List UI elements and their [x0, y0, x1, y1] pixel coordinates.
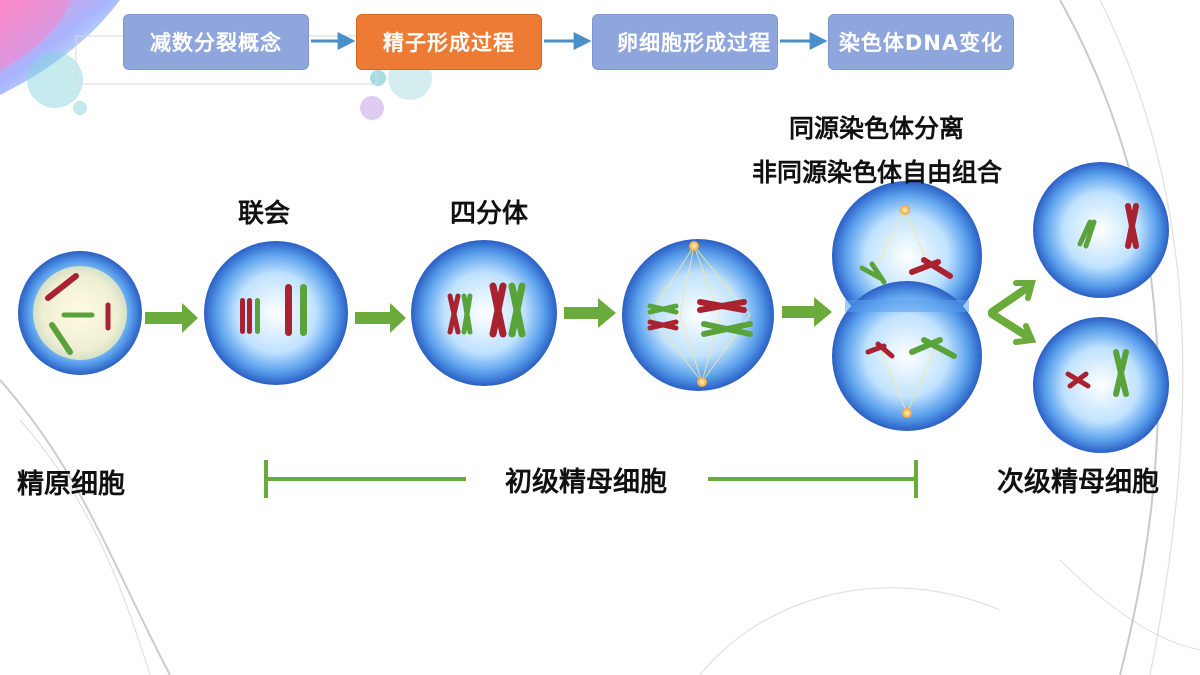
stage-arrow-4: [782, 297, 832, 327]
label-homolog-separation: 同源染色体分离: [789, 114, 965, 143]
cell-metaphase: [622, 239, 774, 391]
cell-tetrad: [411, 240, 557, 386]
stage-arrow-2: [355, 303, 406, 333]
split-arrows: [988, 280, 1037, 345]
tab-meiosis-concept[interactable]: 减数分裂概念: [123, 14, 309, 70]
label-tetrad: 四分体: [450, 199, 529, 229]
tab-sperm-formation[interactable]: 精子形成过程: [356, 14, 542, 70]
label-synapsis: 联会: [238, 199, 291, 229]
label-secondary-spermatocyte: 次级精母细胞: [997, 467, 1159, 498]
stage-arrow-3: [564, 298, 616, 328]
tab-egg-formation[interactable]: 卵细胞形成过程: [592, 14, 778, 70]
label-independent-assortment: 非同源染色体自由组合: [752, 158, 1003, 187]
tab-chromosome-dna-change[interactable]: 染色体DNA变化: [828, 14, 1014, 70]
stage-arrow-1: [145, 303, 198, 333]
cell-spermatogonium: [18, 251, 142, 375]
label-spermatogonium: 精原细胞: [17, 469, 125, 500]
tab-label: 精子形成过程: [383, 31, 515, 55]
tab-label: 卵细胞形成过程: [617, 31, 771, 55]
label-primary-spermatocyte: 初级精母细胞: [505, 467, 667, 498]
cell-secondary-top: [1033, 162, 1169, 298]
cell-anaphase: [832, 181, 982, 431]
tab-label: 减数分裂概念: [150, 31, 282, 55]
cell-secondary-bottom: [1033, 317, 1169, 453]
primary-cell-bracket: [264, 460, 918, 498]
tab-label: 染色体DNA变化: [838, 31, 1004, 55]
cell-synapsis: [204, 241, 348, 385]
